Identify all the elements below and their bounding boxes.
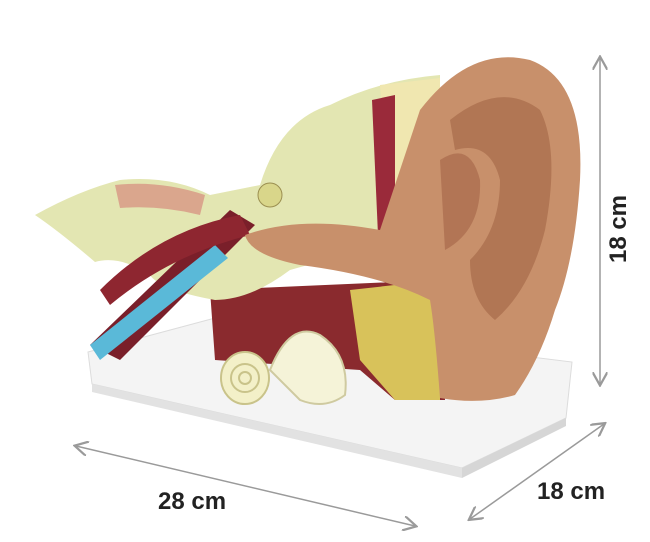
inner-ear-cochlea (220, 330, 347, 405)
height-label: 18 cm (605, 194, 633, 264)
length-arrow (76, 446, 415, 526)
depth-arrow (470, 424, 604, 519)
ossicles (257, 182, 283, 208)
depth-label: 18 cm (537, 478, 606, 505)
length-label: 28 cm (158, 488, 227, 515)
